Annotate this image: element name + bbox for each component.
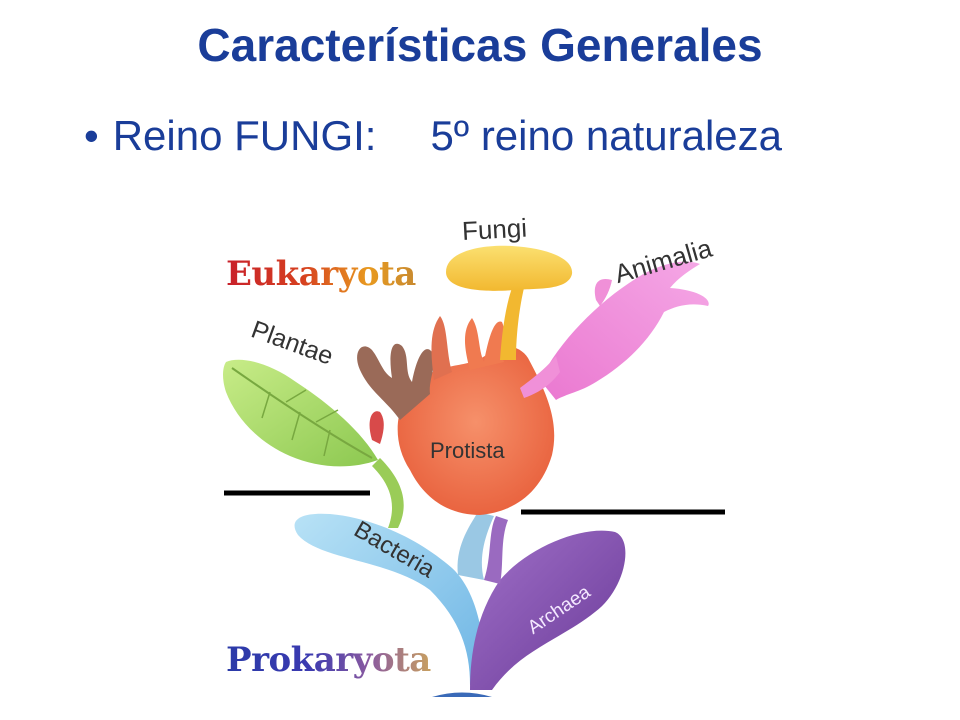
main-stem [457, 512, 494, 580]
bullet-line: • Reino FUNGI: 5º reino naturaleza [84, 112, 782, 160]
label-fungi: Fungi [461, 213, 528, 246]
red-bud [369, 411, 384, 444]
label-plantae: Plantae [248, 315, 337, 370]
bullet-value: 5º reino naturaleza [430, 112, 783, 159]
bacteria-shape [294, 513, 486, 690]
label-protista: Protista [430, 438, 505, 463]
fungi-stalk [500, 288, 524, 360]
archaea-stem [484, 516, 508, 584]
protista-shape [397, 346, 555, 515]
tree-base [432, 692, 492, 697]
label-prokaryota: Prokaryota [226, 640, 431, 680]
plantae-stem [372, 458, 404, 528]
animalia-shape [540, 261, 709, 400]
prokaryota-text: Prokaryota [226, 640, 431, 680]
archaea-shape [470, 530, 626, 690]
plantae-leaf [223, 359, 378, 467]
chromista-branch [357, 343, 434, 420]
label-eukaryota: Eukaryota [226, 254, 416, 294]
bullet-dot: • [84, 112, 99, 159]
protista-fingers [465, 318, 505, 370]
eukaryota-text: Eukaryota [226, 254, 416, 294]
bullet-label: Reino FUNGI: [112, 112, 377, 159]
fungi-cap [446, 245, 573, 291]
slide-title: Características Generales [197, 19, 763, 71]
